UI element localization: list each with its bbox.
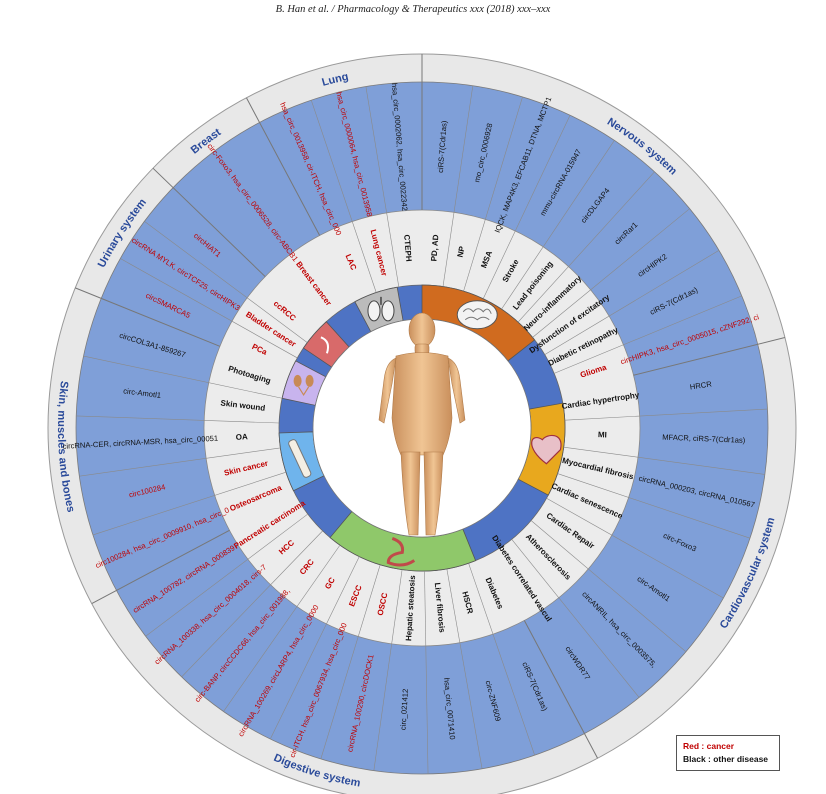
entry-divider	[320, 564, 381, 759]
brain-icon	[456, 300, 498, 330]
entry-divider	[223, 544, 341, 712]
digestive-tract-icon	[386, 537, 416, 567]
system-divider	[245, 97, 321, 236]
entry-divider	[310, 100, 377, 293]
lung-icon	[367, 296, 395, 322]
system-divider	[75, 287, 221, 347]
circrna-label: circ_021412	[399, 689, 411, 731]
disease-label: OA	[235, 432, 248, 442]
separator-layer	[75, 54, 786, 774]
entry-divider	[79, 447, 281, 477]
entry-divider	[564, 408, 768, 421]
entry-divider	[144, 221, 308, 343]
system-divider	[633, 337, 786, 376]
disease-label: MI	[598, 430, 607, 439]
disease-label: NP	[456, 245, 467, 258]
entry-divider	[83, 355, 283, 399]
entry-divider	[92, 471, 287, 536]
kidney-icon	[293, 374, 314, 397]
entry-divider	[181, 530, 323, 678]
disease-label: Hepatic steatosis	[404, 574, 417, 641]
entry-divider	[546, 498, 724, 599]
entry-divider	[554, 295, 742, 374]
entry-divider	[468, 563, 535, 756]
disease-label: PD, AD	[429, 234, 440, 262]
entry-divider	[532, 208, 690, 338]
entry-divider	[482, 115, 571, 299]
disease-label: CTEPH	[402, 234, 413, 262]
entry-divider	[530, 520, 687, 652]
legend-cancer: Red : cancer	[683, 741, 735, 751]
entry-divider	[270, 556, 360, 740]
entry-divider	[76, 415, 280, 424]
legend-other: Black : other disease	[683, 754, 769, 764]
entry-divider	[145, 513, 308, 637]
heart-icon	[531, 434, 562, 465]
system-divider	[91, 529, 230, 605]
circrna-label: MFACR, ciRS-7(Cdr1as)	[662, 433, 746, 445]
entry-divider	[511, 539, 640, 698]
entry-divider	[120, 258, 298, 359]
entry-divider	[446, 568, 483, 769]
system-divider	[523, 620, 599, 759]
entry-divider	[424, 570, 429, 774]
entry-divider	[563, 446, 765, 475]
human-body-icon	[378, 312, 466, 536]
entry-divider	[442, 85, 474, 287]
entry-divider	[557, 473, 751, 539]
page-header: B. Han et al. / Pharmacology & Therapeut…	[275, 4, 551, 15]
circrna-label: ciRS-7(Cdr1as)	[436, 120, 449, 173]
circrna-label: HRCR	[689, 379, 713, 391]
entry-divider	[544, 250, 720, 355]
breast-icon	[320, 336, 330, 354]
leg-bone-icon	[288, 439, 312, 478]
entry-divider	[365, 86, 400, 287]
organ-icon-layer	[288, 296, 562, 567]
system-divider	[152, 167, 266, 277]
entry-divider	[501, 140, 615, 310]
entry-divider	[373, 569, 403, 771]
entry-divider	[517, 171, 655, 323]
entry-divider	[463, 96, 523, 292]
legend-box: Red : cancer Black : other disease	[676, 735, 780, 771]
